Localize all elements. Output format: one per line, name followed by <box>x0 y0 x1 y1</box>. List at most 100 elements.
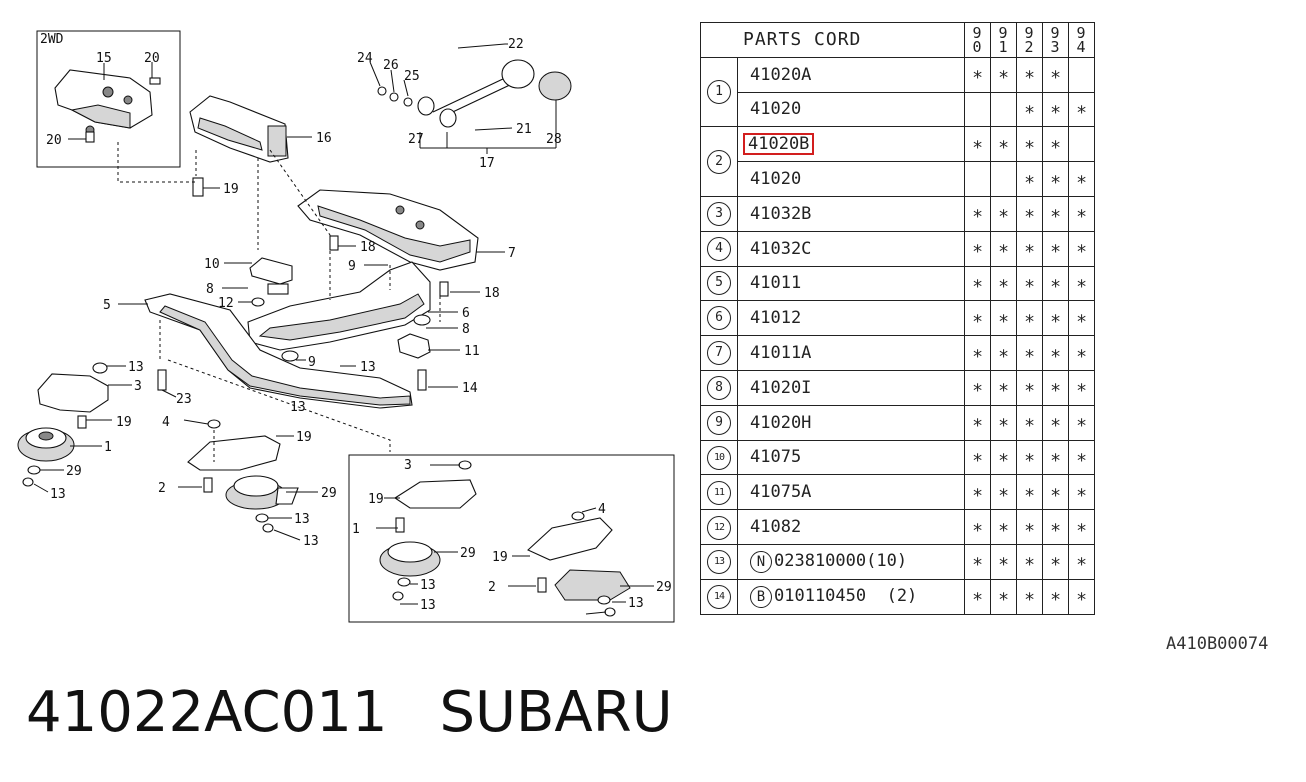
callout-label: 4 <box>598 502 606 517</box>
availability-cell: ∗ <box>964 369 991 406</box>
availability-mark: ∗ <box>1024 238 1035 260</box>
availability-mark: ∗ <box>1050 307 1061 329</box>
part-code-cell: 41020 <box>737 91 965 128</box>
availability-mark: ∗ <box>1050 64 1061 86</box>
availability-mark: ∗ <box>998 133 1009 155</box>
callout-label: 19 <box>368 492 384 507</box>
availability-mark: ∗ <box>1076 342 1087 364</box>
availability-cell: ∗ <box>990 195 1017 232</box>
item-index-badge: 9 <box>707 410 731 435</box>
part-code: 41012 <box>750 308 802 329</box>
availability-cell: ∗ <box>990 56 1017 93</box>
callout-label: 29 <box>66 464 82 479</box>
item-index-badge: 10 <box>707 445 731 470</box>
availability-cell <box>964 91 991 128</box>
availability-cell: ∗ <box>990 300 1017 337</box>
availability-mark: ∗ <box>998 377 1009 399</box>
inset-2wd-frame <box>36 30 181 168</box>
availability-cell <box>964 161 991 197</box>
availability-cell: ∗ <box>1016 509 1043 545</box>
availability-cell: ∗ <box>1042 265 1069 302</box>
part-code-cell: 41020B <box>737 126 965 163</box>
item-index-cell: 6 <box>700 300 738 337</box>
availability-mark: ∗ <box>1076 551 1087 573</box>
item-index-badge: 14 <box>707 585 731 610</box>
availability-mark: ∗ <box>998 203 1009 225</box>
callout-label: 19 <box>492 550 508 565</box>
callout-label: 29 <box>656 580 672 595</box>
item-index-cell: 4 <box>700 230 738 267</box>
callout-label: 13 <box>303 534 319 549</box>
callout-label: 20 <box>46 133 62 148</box>
availability-mark: ∗ <box>1050 481 1061 503</box>
availability-cell: ∗ <box>1068 439 1095 476</box>
part-code: 41020 <box>750 99 802 120</box>
availability-mark: ∗ <box>1024 377 1035 399</box>
part-number: 41022AC011 <box>26 680 388 745</box>
callout-label: 8 <box>206 282 214 297</box>
availability-mark: ∗ <box>998 586 1009 608</box>
availability-cell: ∗ <box>964 578 991 615</box>
item-index-cell: 5 <box>700 265 738 302</box>
part-code: 41032C <box>750 238 812 259</box>
availability-mark: ∗ <box>1024 551 1035 573</box>
part-code-cell: 41020H <box>737 404 965 441</box>
item-index-cell: 3 <box>700 195 738 232</box>
availability-cell: ∗ <box>1042 300 1069 337</box>
mount-bracket-2wd-drawing <box>54 69 161 143</box>
availability-cell: ∗ <box>990 474 1017 511</box>
availability-mark: ∗ <box>998 446 1009 468</box>
left-engine-mount-drawing <box>17 362 109 487</box>
availability-cell: ∗ <box>990 404 1017 441</box>
callout-label: 29 <box>460 546 476 561</box>
part-code: 41020H <box>750 412 812 433</box>
callout-label: 16 <box>316 131 332 146</box>
availability-mark: ∗ <box>998 342 1009 364</box>
part-code-cell: 41075A <box>737 474 965 511</box>
item-index-cell: 7 <box>700 335 738 371</box>
callout-label: 6 <box>462 306 470 321</box>
item-index-cell: 2 <box>700 126 738 197</box>
availability-cell: ∗ <box>990 335 1017 371</box>
availability-mark: ∗ <box>972 307 983 329</box>
availability-mark: ∗ <box>1050 98 1061 120</box>
availability-mark: ∗ <box>1024 133 1035 155</box>
part-code: 41075 <box>750 447 802 468</box>
callout-label: 3 <box>404 458 412 473</box>
callout-label: 11 <box>464 344 480 359</box>
availability-cell: ∗ <box>1068 474 1095 511</box>
item-index-cell: 1 <box>700 56 738 128</box>
callout-label: 1 <box>352 522 360 537</box>
availability-cell: ∗ <box>1068 404 1095 441</box>
availability-mark: ∗ <box>1050 203 1061 225</box>
availability-cell: ∗ <box>990 230 1017 267</box>
availability-cell <box>990 161 1017 197</box>
availability-cell: ∗ <box>990 439 1017 476</box>
availability-cell: ∗ <box>964 543 991 580</box>
availability-mark: ∗ <box>1076 272 1087 294</box>
center-engine-mount-drawing <box>187 419 299 533</box>
part-code-cell: 41032C <box>737 230 965 267</box>
availability-cell: ∗ <box>1042 91 1069 128</box>
availability-cell: ∗ <box>964 439 991 476</box>
alignment-lines <box>117 142 441 462</box>
part-code: 41011A <box>750 343 812 364</box>
callout-label: 2 <box>158 481 166 496</box>
part-prefix-badge: N <box>750 550 772 573</box>
availability-mark: ∗ <box>1024 307 1035 329</box>
callout-label: 12 <box>218 296 234 311</box>
availability-mark: ∗ <box>972 516 983 538</box>
availability-mark: ∗ <box>972 133 983 155</box>
callout-label: 29 <box>321 486 337 501</box>
callout-label: 7 <box>508 246 516 261</box>
availability-cell: ∗ <box>964 335 991 371</box>
callout-label: 13 <box>628 596 644 611</box>
availability-cell: ∗ <box>1016 265 1043 302</box>
